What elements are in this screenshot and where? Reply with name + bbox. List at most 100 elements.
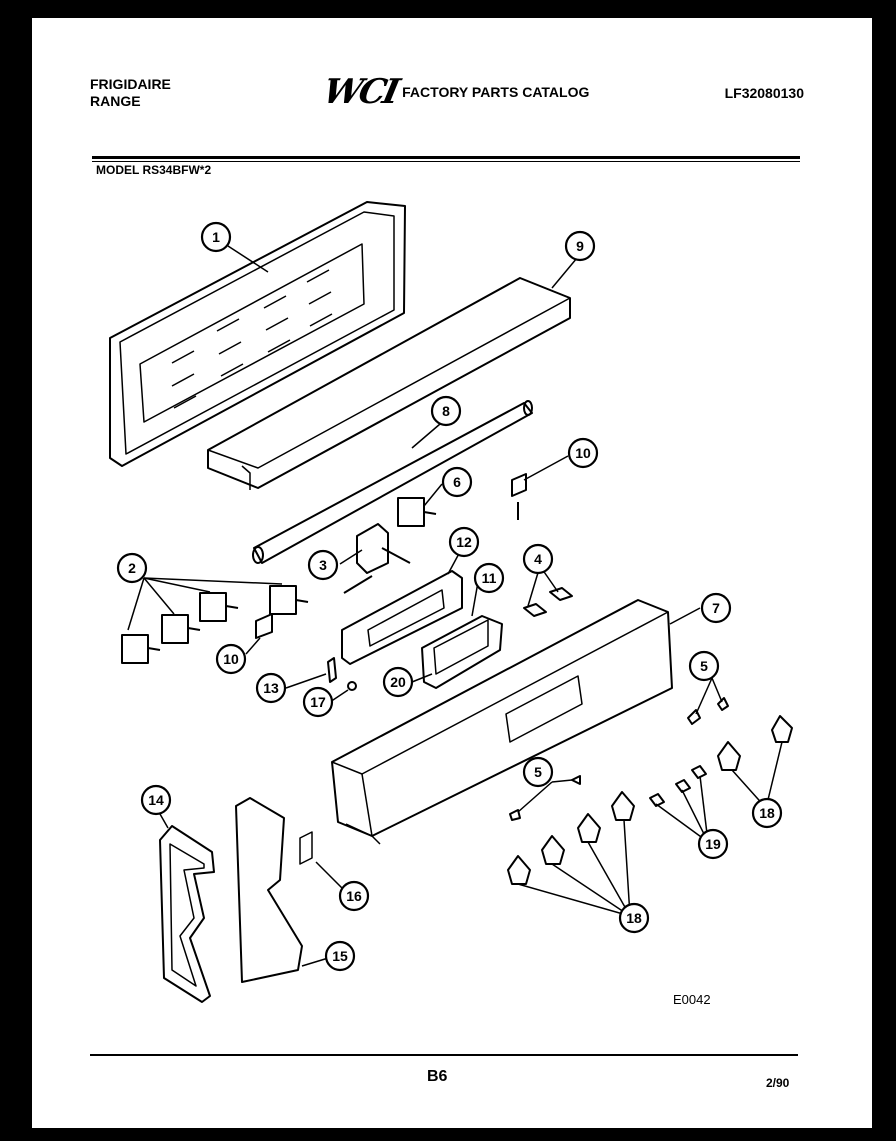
callout-number: 10 [575,445,591,461]
callout-1: 1 [200,221,232,253]
part-clock-timer [343,523,411,594]
callout-18: 18 [751,797,783,829]
callout-number: 15 [332,948,348,964]
callout-circle [338,880,370,912]
callout-2: 2 [116,552,148,584]
part-knobs [507,715,793,885]
callout-number: 7 [712,600,720,616]
callout-circle [200,221,232,253]
callout-11: 11 [473,562,505,594]
callout-number: 3 [319,557,327,573]
part-top-trim [207,277,571,490]
callout-circle [522,756,554,788]
catalog-number: LF32080130 [724,85,804,101]
callout-number: 1 [212,229,220,245]
callout-number: 6 [453,474,461,490]
callout-number: 9 [576,238,584,254]
part-glass-panel [109,201,406,467]
part-overlay [341,570,463,665]
part-knob-clips [509,697,729,821]
callout-circle [522,543,554,575]
callout-17: 17 [302,686,334,718]
callout-circle [618,902,650,934]
figure-code: E0042 [673,992,711,1007]
callout-circle [688,650,720,682]
callout-number: 13 [263,680,279,696]
header-rule-thick [92,156,800,159]
callout-number: 10 [223,651,239,667]
callout-9: 9 [564,230,596,262]
catalog-title: FACTORY PARTS CATALOG [402,84,590,100]
part-side-panel [235,797,313,983]
callout-number: 20 [390,674,406,690]
callout-6: 6 [441,466,473,498]
header-rule-thin [92,161,800,162]
callout-circle [140,784,172,816]
brand-name: FRIGIDAIRE [90,76,171,92]
callout-circle [567,437,599,469]
brand-block: FRIGIDAIRE RANGE [90,76,171,110]
callout-15: 15 [324,940,356,972]
product-type: RANGE [90,93,141,109]
part-knob-inserts [523,587,573,617]
part-clips [255,473,527,639]
callout-circle [215,643,247,675]
revision-date: 2/90 [766,1076,790,1090]
callout-number: 17 [310,694,326,710]
callout-10: 10 [567,437,599,469]
callout-circle [116,552,148,584]
callout-circle [697,828,729,860]
callout-circle [564,230,596,262]
callout-5: 5 [688,650,720,682]
callout-5: 5 [522,756,554,788]
callout-circle [441,466,473,498]
callout-18: 18 [618,902,650,934]
callout-12: 12 [448,526,480,558]
part-control-panel [331,599,673,845]
callout-circle [430,395,462,427]
part-small-brackets [327,657,357,691]
callout-circle [255,672,287,704]
callout-number: 2 [128,560,136,576]
callout-number: 12 [456,534,472,550]
callout-circle [473,562,505,594]
part-knob-stems [649,765,707,807]
callout-number: 18 [626,910,642,926]
callout-number: 11 [482,570,497,586]
callout-circle [700,592,732,624]
callout-number: 18 [759,805,775,821]
callout-10: 10 [215,643,247,675]
callout-20: 20 [382,666,414,698]
callout-number: 5 [534,764,542,780]
page-number: B6 [427,1068,448,1085]
callout-number: 4 [534,551,542,567]
callout-13: 13 [255,672,287,704]
part-switches [121,497,437,664]
callout-number: 5 [700,658,708,674]
callout-4: 4 [522,543,554,575]
callout-number: 14 [148,792,164,808]
callout-7: 7 [700,592,732,624]
callout-circle [382,666,414,698]
callout-circle [324,940,356,972]
part-gasket [159,825,215,1003]
catalog-page: FRIGIDAIRE RANGE WCI FACTORY PARTS CATAL… [32,18,872,1128]
callout-number: 19 [705,836,721,852]
callout-14: 14 [140,784,172,816]
model-label: MODEL RS34BFW*2 [96,163,212,177]
part-bracket [421,615,503,689]
footer-rule [90,1054,798,1056]
part-light-tube [252,400,533,564]
callout-16: 16 [338,880,370,912]
callout-circle [448,526,480,558]
callout-19: 19 [697,828,729,860]
callout-circle [302,686,334,718]
callout-number: 16 [346,888,362,904]
callout-3: 3 [307,549,339,581]
callout-circle [307,549,339,581]
catalog-heading: WCI FACTORY PARTS CATALOG [320,72,590,112]
callout-8: 8 [430,395,462,427]
callout-circle [751,797,783,829]
callout-number: 8 [442,403,450,419]
